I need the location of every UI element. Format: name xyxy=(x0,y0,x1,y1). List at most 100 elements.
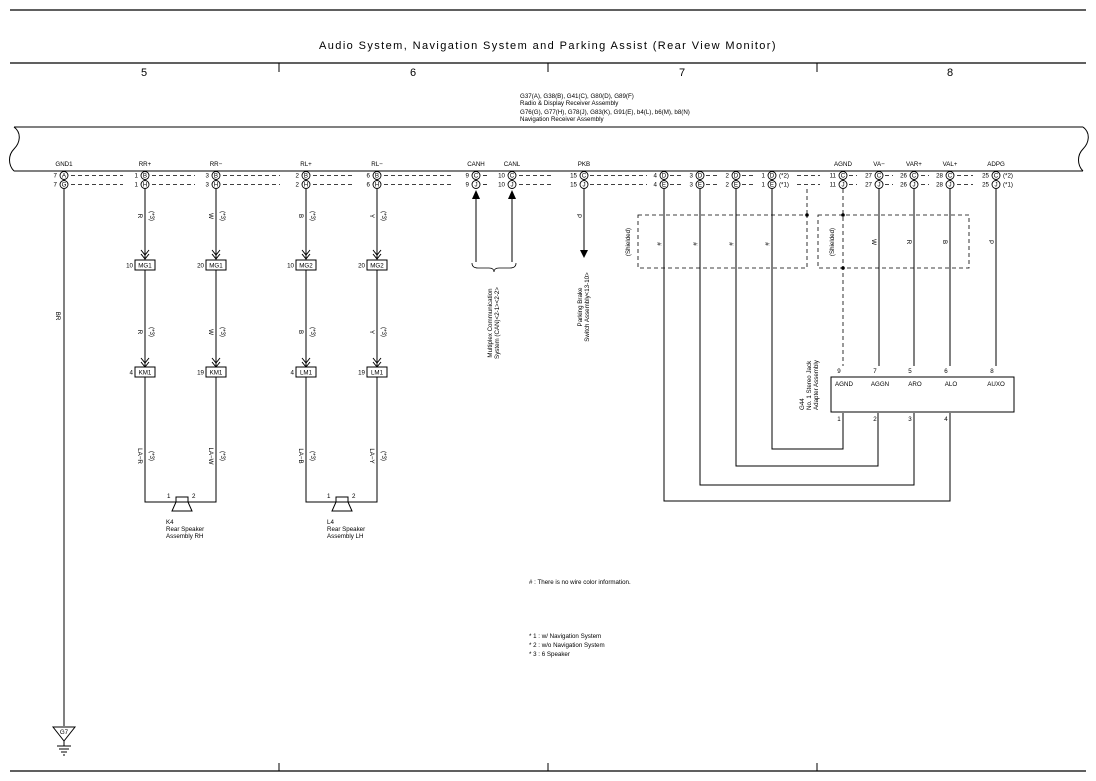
terminal-group: GND1A7G7RR+B1H1RR−B3H3RL+B2H2RL−B6H6CANH… xyxy=(54,161,1013,189)
wire-color-label: Y xyxy=(368,330,375,334)
adapter-pin: 7 xyxy=(873,368,877,375)
terminal-pin-number: 10 xyxy=(498,182,505,189)
terminal-connector-circle xyxy=(372,180,382,189)
terminal-name: ADPG xyxy=(987,161,1005,168)
terminal-name: VAR+ xyxy=(906,161,922,168)
ground-label: G7 xyxy=(60,729,69,736)
stereo-jack-adapter-box xyxy=(830,376,1015,413)
terminal-connector-circle xyxy=(767,180,777,189)
speaker-pin: 1 xyxy=(167,493,171,500)
wire-note-label: (*3) xyxy=(309,451,316,461)
connector-pin: 20 xyxy=(358,263,365,270)
wire-color-label: P xyxy=(987,240,994,244)
wire-note-label: (*3) xyxy=(309,211,316,221)
terminal-pin-number: 2 xyxy=(726,182,730,189)
adapter-pin: 1 xyxy=(837,416,841,423)
terminal-connector-circle xyxy=(579,171,589,180)
connector-pin: 10 xyxy=(287,263,294,270)
terminal-connector-code: B xyxy=(375,173,379,180)
terminal-connector-circle xyxy=(140,180,150,189)
wire-note-label: (*3) xyxy=(219,451,226,461)
adapter-pin: 5 xyxy=(908,368,912,375)
connector-arrows xyxy=(140,249,382,368)
speaker-lh-id: L4 xyxy=(327,519,334,526)
terminal-pin-number: 25 xyxy=(982,173,989,180)
terminal-pin-number: 2 xyxy=(296,182,300,189)
speaker-lh-icon xyxy=(331,496,353,512)
signal-arrows xyxy=(472,190,588,258)
terminal-variant-note: (*1) xyxy=(1003,182,1013,189)
terminal-connector-circle xyxy=(767,171,777,180)
terminal-pin-number: 1 xyxy=(135,182,139,189)
connector-name: KM1 xyxy=(139,370,152,377)
terminal-connector-circle xyxy=(838,171,848,180)
speaker-pin: 1 xyxy=(327,493,331,500)
wires xyxy=(63,189,997,726)
note-no-color: # : There is no wire color information. xyxy=(529,579,631,586)
adapter-terminal-label: AUXO xyxy=(987,381,1005,388)
connector-pin: 10 xyxy=(126,263,133,270)
terminal-connector-code: H xyxy=(375,182,379,189)
wire-note-label: (*3) xyxy=(380,211,387,221)
terminal-connector-circle xyxy=(909,180,919,189)
terminal-connector-code: J xyxy=(510,182,513,189)
terminal-connector-code: H xyxy=(143,182,147,189)
terminal-connector-circle xyxy=(471,180,481,189)
wire-note-label: (*3) xyxy=(148,211,155,221)
terminal-connector-circle xyxy=(507,171,517,180)
terminal-connector-circle xyxy=(59,180,69,189)
adapter-pin: 6 xyxy=(944,368,948,375)
pkb-reference: Parking Brake xyxy=(577,287,584,326)
speaker-rh-name: Rear Speaker xyxy=(166,526,204,533)
terminal-connector-circle xyxy=(301,171,311,180)
terminal-connector-code: E xyxy=(662,182,666,189)
wire-color-label: B xyxy=(941,240,948,244)
terminal-name: RR− xyxy=(210,161,223,168)
terminal-variant-note: (*1) xyxy=(779,182,789,189)
note-2: * 2 : w/o Navigation System xyxy=(529,642,605,649)
wire-color-label: LA−B xyxy=(297,448,304,463)
terminal-connector-code: D xyxy=(734,173,739,180)
terminal-name: VAL+ xyxy=(943,161,958,168)
connector-name: MG1 xyxy=(209,263,223,270)
terminal-connector-circle xyxy=(695,171,705,180)
speaker-lh-name: Assembly LH xyxy=(327,533,363,540)
wire-color-label: Y xyxy=(368,214,375,218)
speaker-pin: 2 xyxy=(192,493,196,500)
terminal-connector-code: H xyxy=(304,182,308,189)
connector-pin: 19 xyxy=(358,370,365,377)
column-number: 6 xyxy=(410,67,416,79)
wire-note-label: (*3) xyxy=(219,211,226,221)
terminal-name: CANL xyxy=(504,161,521,168)
terminal-pin-number: 6 xyxy=(367,182,371,189)
terminal-pin-number: 4 xyxy=(654,173,658,180)
terminal-connector-code: B xyxy=(214,173,218,180)
adapter-pin: 4 xyxy=(944,416,948,423)
terminal-connector-code: D xyxy=(770,173,775,180)
terminal-connector-code: C xyxy=(877,173,882,180)
terminal-connector-code: D xyxy=(698,173,703,180)
wire-note-label: (*3) xyxy=(219,327,226,337)
adapter-terminal-label: ARO xyxy=(908,381,922,388)
terminal-connector-code: E xyxy=(698,182,702,189)
terminal-pin-number: 2 xyxy=(296,173,300,180)
connector-dashes xyxy=(71,175,973,185)
speaker-lh-name: Rear Speaker xyxy=(327,526,365,533)
terminal-variant-note: (*2) xyxy=(779,173,789,180)
connector-pin: 19 xyxy=(197,370,204,377)
terminal-connector-code: J xyxy=(841,182,844,189)
terminal-connector-code: G xyxy=(62,182,67,189)
terminal-connector-circle xyxy=(945,171,955,180)
terminal-pin-number: 26 xyxy=(900,182,907,189)
speaker-rh-name: Assembly RH xyxy=(166,533,203,540)
junction-connector-boxes xyxy=(134,259,388,378)
terminal-pin-number: 15 xyxy=(570,173,577,180)
terminal-name: RR+ xyxy=(139,161,152,168)
adapter-pin: 2 xyxy=(873,416,877,423)
connector-name: LM1 xyxy=(371,370,384,377)
terminal-pin-number: 3 xyxy=(206,182,210,189)
column-number: 8 xyxy=(947,67,953,79)
terminal-connector-circle xyxy=(659,171,669,180)
terminal-connector-circle xyxy=(301,180,311,189)
